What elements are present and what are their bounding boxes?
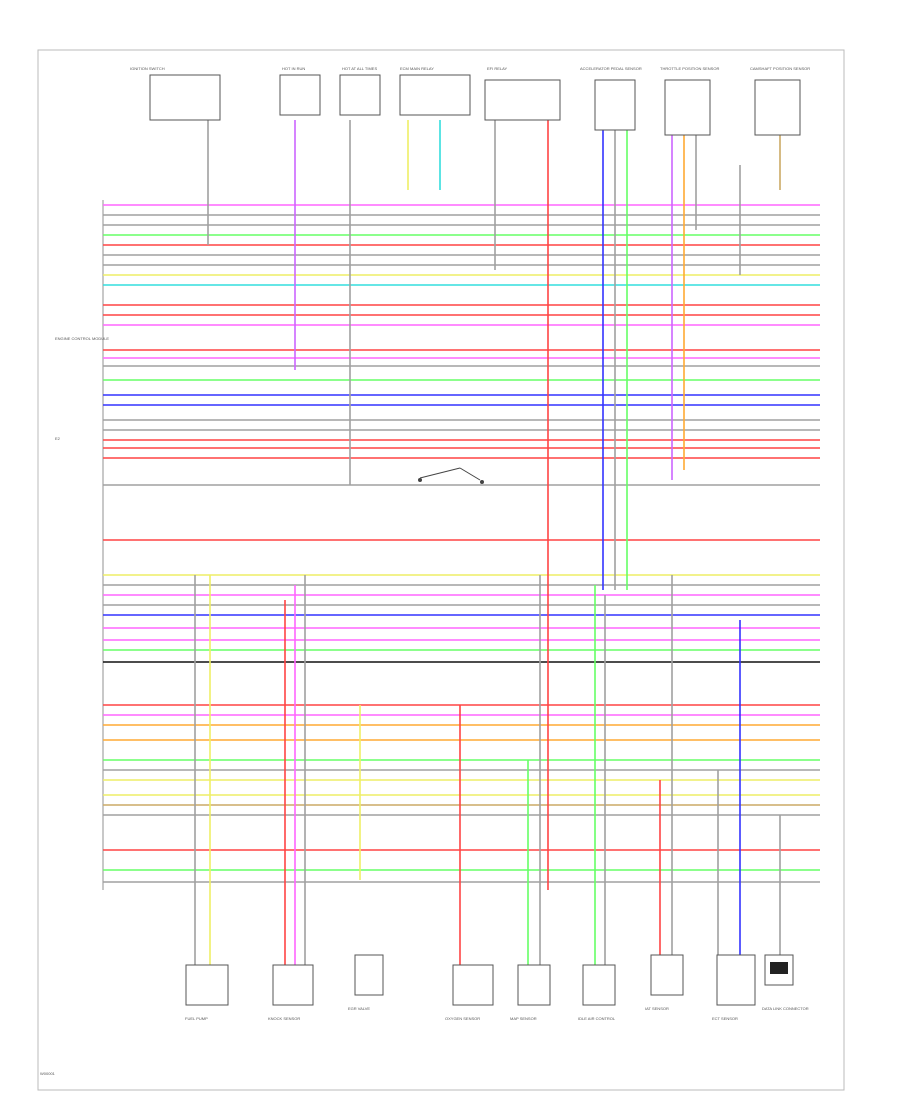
throttle-position-sensor bbox=[664, 79, 711, 136]
label-main-relay: ECM MAIN RELAY bbox=[400, 66, 434, 71]
label-fuel-pump: FUEL PUMP bbox=[185, 1016, 208, 1021]
label-pedal-sensor: ACCELERATOR PEDAL SENSOR bbox=[580, 66, 642, 71]
label-efi-relay: EFI RELAY bbox=[487, 66, 507, 71]
top-components bbox=[149, 74, 801, 136]
label-cmp: CAMSHAFT POSITION SENSOR bbox=[750, 66, 810, 71]
label-idle-air-control: IDLE AIR CONTROL bbox=[578, 1016, 616, 1021]
label-egr-valve: EGR VALVE bbox=[348, 1006, 370, 1011]
fuel-pump bbox=[185, 964, 229, 1006]
iat-sensor bbox=[650, 954, 684, 996]
fuse-hot-all bbox=[339, 74, 381, 116]
horizontal-wires bbox=[103, 204, 820, 883]
knock-sensor bbox=[272, 964, 314, 1006]
ignition-switch bbox=[149, 74, 221, 121]
label-ignition-switch: IGNITION SWITCH bbox=[130, 66, 165, 71]
oxygen-sensor bbox=[452, 964, 494, 1006]
label-iat-sensor: IAT SENSOR bbox=[645, 1006, 669, 1011]
idle-air-control bbox=[582, 964, 616, 1006]
map-sensor bbox=[517, 964, 551, 1006]
ecm-label: ENGINE CONTROL MODULE bbox=[55, 336, 109, 341]
label-hot-all: HOT AT ALL TIMES bbox=[342, 66, 377, 71]
bottom-components bbox=[185, 954, 794, 1006]
label-oxygen-sensor: OXYGEN SENSOR bbox=[445, 1016, 480, 1021]
label-tps: THROTTLE POSITION SENSOR bbox=[660, 66, 719, 71]
label-hot-run: HOT IN RUN bbox=[282, 66, 305, 71]
egr-valve bbox=[354, 954, 384, 996]
bottom-labels: FUEL PUMP KNOCK SENSOR EGR VALVE OXYGEN … bbox=[185, 1006, 809, 1021]
dlc-icon bbox=[770, 962, 788, 974]
label-map-sensor: MAP SENSOR bbox=[510, 1016, 537, 1021]
label-dlc: DATA LINK CONNECTOR bbox=[762, 1006, 809, 1011]
ecm-main-relay bbox=[399, 74, 471, 116]
connector-label: E2 bbox=[55, 436, 61, 441]
relay-switch-symbol bbox=[418, 467, 484, 484]
fuse-hot-run bbox=[279, 74, 321, 116]
camshaft-position-sensor bbox=[754, 79, 801, 136]
top-labels: IGNITION SWITCH HOT IN RUN HOT AT ALL TI… bbox=[130, 66, 810, 71]
label-knock-sensor: KNOCK SENSOR bbox=[268, 1016, 300, 1021]
vertical-wires bbox=[194, 120, 781, 965]
efi-relay bbox=[484, 79, 561, 121]
accelerator-pedal-sensor bbox=[594, 79, 636, 131]
footer-code: W00001 bbox=[40, 1071, 56, 1076]
ect-sensor bbox=[716, 954, 756, 1006]
label-ect-sensor: ECT SENSOR bbox=[712, 1016, 738, 1021]
diagram-frame bbox=[37, 49, 845, 1091]
ecm-connector-column: ENGINE CONTROL MODULE E2 bbox=[55, 200, 109, 890]
